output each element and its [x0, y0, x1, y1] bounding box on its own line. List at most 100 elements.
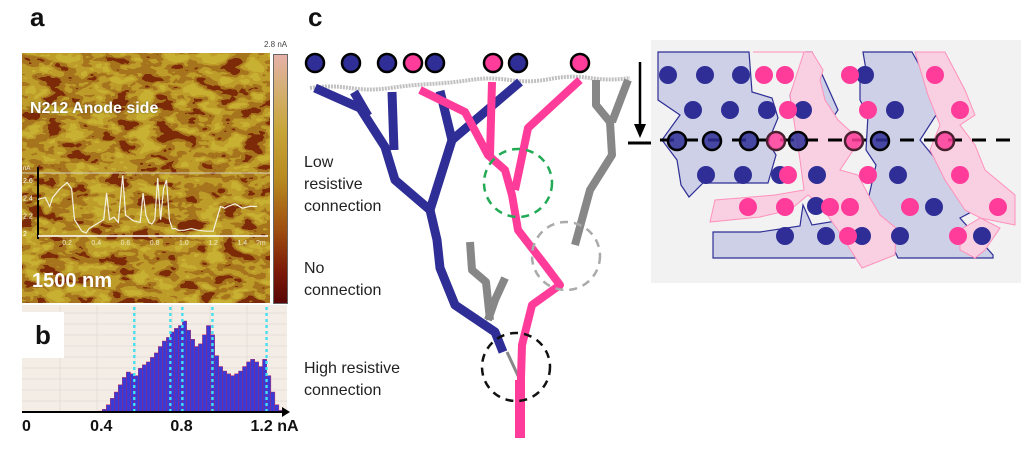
blue-phase-channels	[313, 78, 523, 354]
histogram-bar	[121, 377, 127, 413]
blue-particle	[696, 66, 714, 84]
section-particle-blue	[701, 130, 723, 152]
histogram-bar	[250, 359, 256, 413]
profile-x-tick: 1.2	[208, 240, 218, 247]
histogram-bar	[198, 343, 203, 413]
section-particle-blue	[787, 130, 809, 152]
histogram-bar	[146, 361, 151, 413]
pink-particle	[739, 198, 757, 216]
histogram-bar	[202, 334, 207, 413]
pink-particle	[839, 227, 857, 245]
histogram-bar	[142, 364, 147, 413]
blue-particle	[856, 66, 874, 84]
low-resistive-line2: resistive	[304, 176, 363, 193]
no-connection-line2: connection	[304, 282, 382, 299]
pink-phase-channels	[418, 77, 583, 411]
profile-x-tick: 0.2	[62, 240, 72, 247]
surface-particle-pink	[569, 52, 591, 74]
pink-particle	[841, 66, 859, 84]
afm-title: N212 Anode side	[30, 100, 159, 117]
histogram-bar	[150, 357, 155, 413]
pink-particle	[776, 198, 794, 216]
low-resistive-line1: Low	[304, 154, 334, 171]
histogram-bar	[222, 370, 228, 413]
panel-b-label: b	[22, 312, 64, 358]
blue-particle	[817, 227, 835, 245]
blue-particle	[758, 101, 776, 119]
blue-particle	[734, 166, 752, 184]
surface-particle-blue	[507, 52, 529, 74]
surface-particle-pink	[402, 52, 424, 74]
histogram-bar	[254, 361, 260, 413]
histogram-bar	[194, 346, 199, 413]
histogram-bar	[162, 340, 167, 413]
surface-particle-pink	[482, 52, 504, 74]
surface-particle-blue	[304, 52, 326, 74]
histogram-bar	[138, 368, 143, 413]
section-particle-pink	[934, 130, 956, 152]
high-resistive-line2: connection	[304, 382, 382, 399]
no-connection-line1: No	[304, 260, 325, 277]
pink-particle	[779, 166, 797, 184]
blue-particle	[886, 101, 904, 119]
blue-particle	[697, 166, 715, 184]
histogram-x-tick: 0.4	[90, 418, 112, 435]
profile-y-tick: 2	[23, 231, 27, 238]
histogram-bar	[109, 398, 115, 413]
profile-x-tick: 1.4	[237, 240, 247, 247]
low-resistive-circle	[482, 147, 554, 219]
histogram-bar	[158, 346, 163, 413]
pink-particle	[841, 198, 859, 216]
histogram-bar	[117, 384, 123, 413]
histogram-bar	[190, 339, 195, 413]
colorbar-max-label: 2.8 nA	[264, 40, 288, 49]
no-connection-circle	[530, 220, 602, 292]
panel-c-label: c	[308, 2, 323, 32]
section-particle-pink	[765, 130, 787, 152]
blue-particle	[925, 198, 943, 216]
histogram-x-tick: 0	[22, 418, 31, 435]
surface-particle-blue	[376, 52, 398, 74]
down-arrow-icon	[634, 124, 646, 138]
histogram-bar	[274, 404, 280, 413]
histogram-bar	[113, 391, 119, 413]
histogram-bar	[186, 329, 191, 413]
profile-x-unit: ?m	[256, 240, 266, 247]
blue-particle	[659, 66, 677, 84]
scale-label: 1500 nm	[32, 270, 113, 292]
blue-particle	[807, 197, 825, 215]
pink-particle	[951, 166, 969, 184]
blue-particle	[891, 227, 909, 245]
histogram-bar	[174, 328, 179, 413]
blue-particle	[721, 101, 739, 119]
blue-particle	[853, 227, 871, 245]
high-resistive-line1: High resistive	[304, 360, 401, 377]
section-particle-blue	[869, 130, 891, 152]
pink-particle	[779, 101, 797, 119]
histogram-bar	[242, 366, 248, 413]
pink-particle	[926, 66, 944, 84]
high-resistive-label: High resistive connection	[304, 358, 400, 402]
blue-particle	[889, 166, 907, 184]
x-axis-arrow-icon	[282, 407, 290, 417]
histogram-bar	[246, 361, 252, 413]
current-histogram: 0 0.4 0.8 1.2 nA	[22, 305, 299, 435]
histogram-bar	[270, 391, 276, 413]
current-profile-line	[37, 175, 257, 234]
histogram-x-tick: 0.8	[170, 418, 192, 435]
afm-texture	[22, 53, 270, 303]
no-connection-label: No connection	[304, 258, 381, 302]
histogram-bar	[258, 366, 264, 413]
histogram-bar	[218, 366, 223, 413]
histogram-bar	[125, 371, 131, 413]
profile-x-tick: 0.8	[150, 240, 160, 247]
surface-particle-blue	[340, 52, 362, 74]
pink-particle	[859, 101, 877, 119]
section-particle-blue	[738, 130, 760, 152]
dead-end-channels	[466, 78, 632, 322]
profile-x-tick: 0.6	[121, 240, 131, 247]
histogram-x-tick: 1.2 nA	[251, 418, 299, 435]
profile-x-tick: 0.4	[91, 240, 101, 247]
pink-particle	[859, 166, 877, 184]
